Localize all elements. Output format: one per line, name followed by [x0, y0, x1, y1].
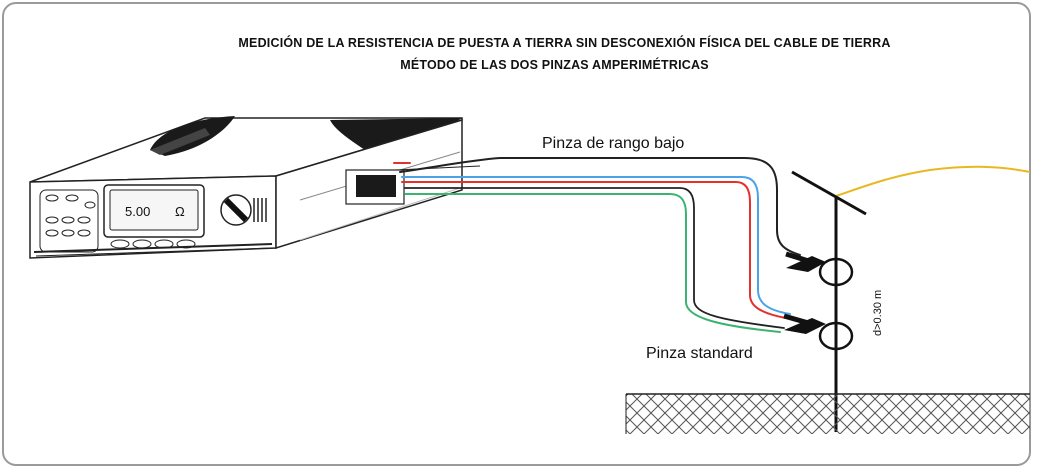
clamp-low-range-label: Pinza de rango bajo	[542, 135, 684, 152]
diagram-title: MEDICIÓN DE LA RESISTENCIA DE PUESTA A T…	[238, 36, 891, 50]
cable-black-upper	[399, 157, 801, 256]
rotary-selector-knob	[220, 194, 252, 226]
diagram-subtitle: MÉTODO DE LAS DOS PINZAS AMPERIMÉTRICAS	[400, 58, 709, 72]
grounding-rod	[791, 170, 867, 432]
earth-tester-instrument: 5.00 Ω	[29, 116, 481, 259]
soil-section	[625, 393, 1030, 434]
meter-display-value: 5.00	[125, 204, 150, 219]
ground-conductor	[835, 165, 1031, 197]
test-cables	[393, 157, 801, 333]
clamp-standard	[783, 313, 854, 351]
distance-label: d>0.30 m	[872, 290, 884, 336]
cable-black-lower	[404, 187, 785, 329]
cable-blue	[401, 176, 791, 315]
clamp-low-range	[785, 251, 854, 287]
clamp-standard-label: Pinza standard	[646, 345, 753, 362]
cable-green	[404, 193, 781, 333]
meter-display-unit: Ω	[175, 204, 185, 219]
cable-red	[401, 181, 787, 319]
